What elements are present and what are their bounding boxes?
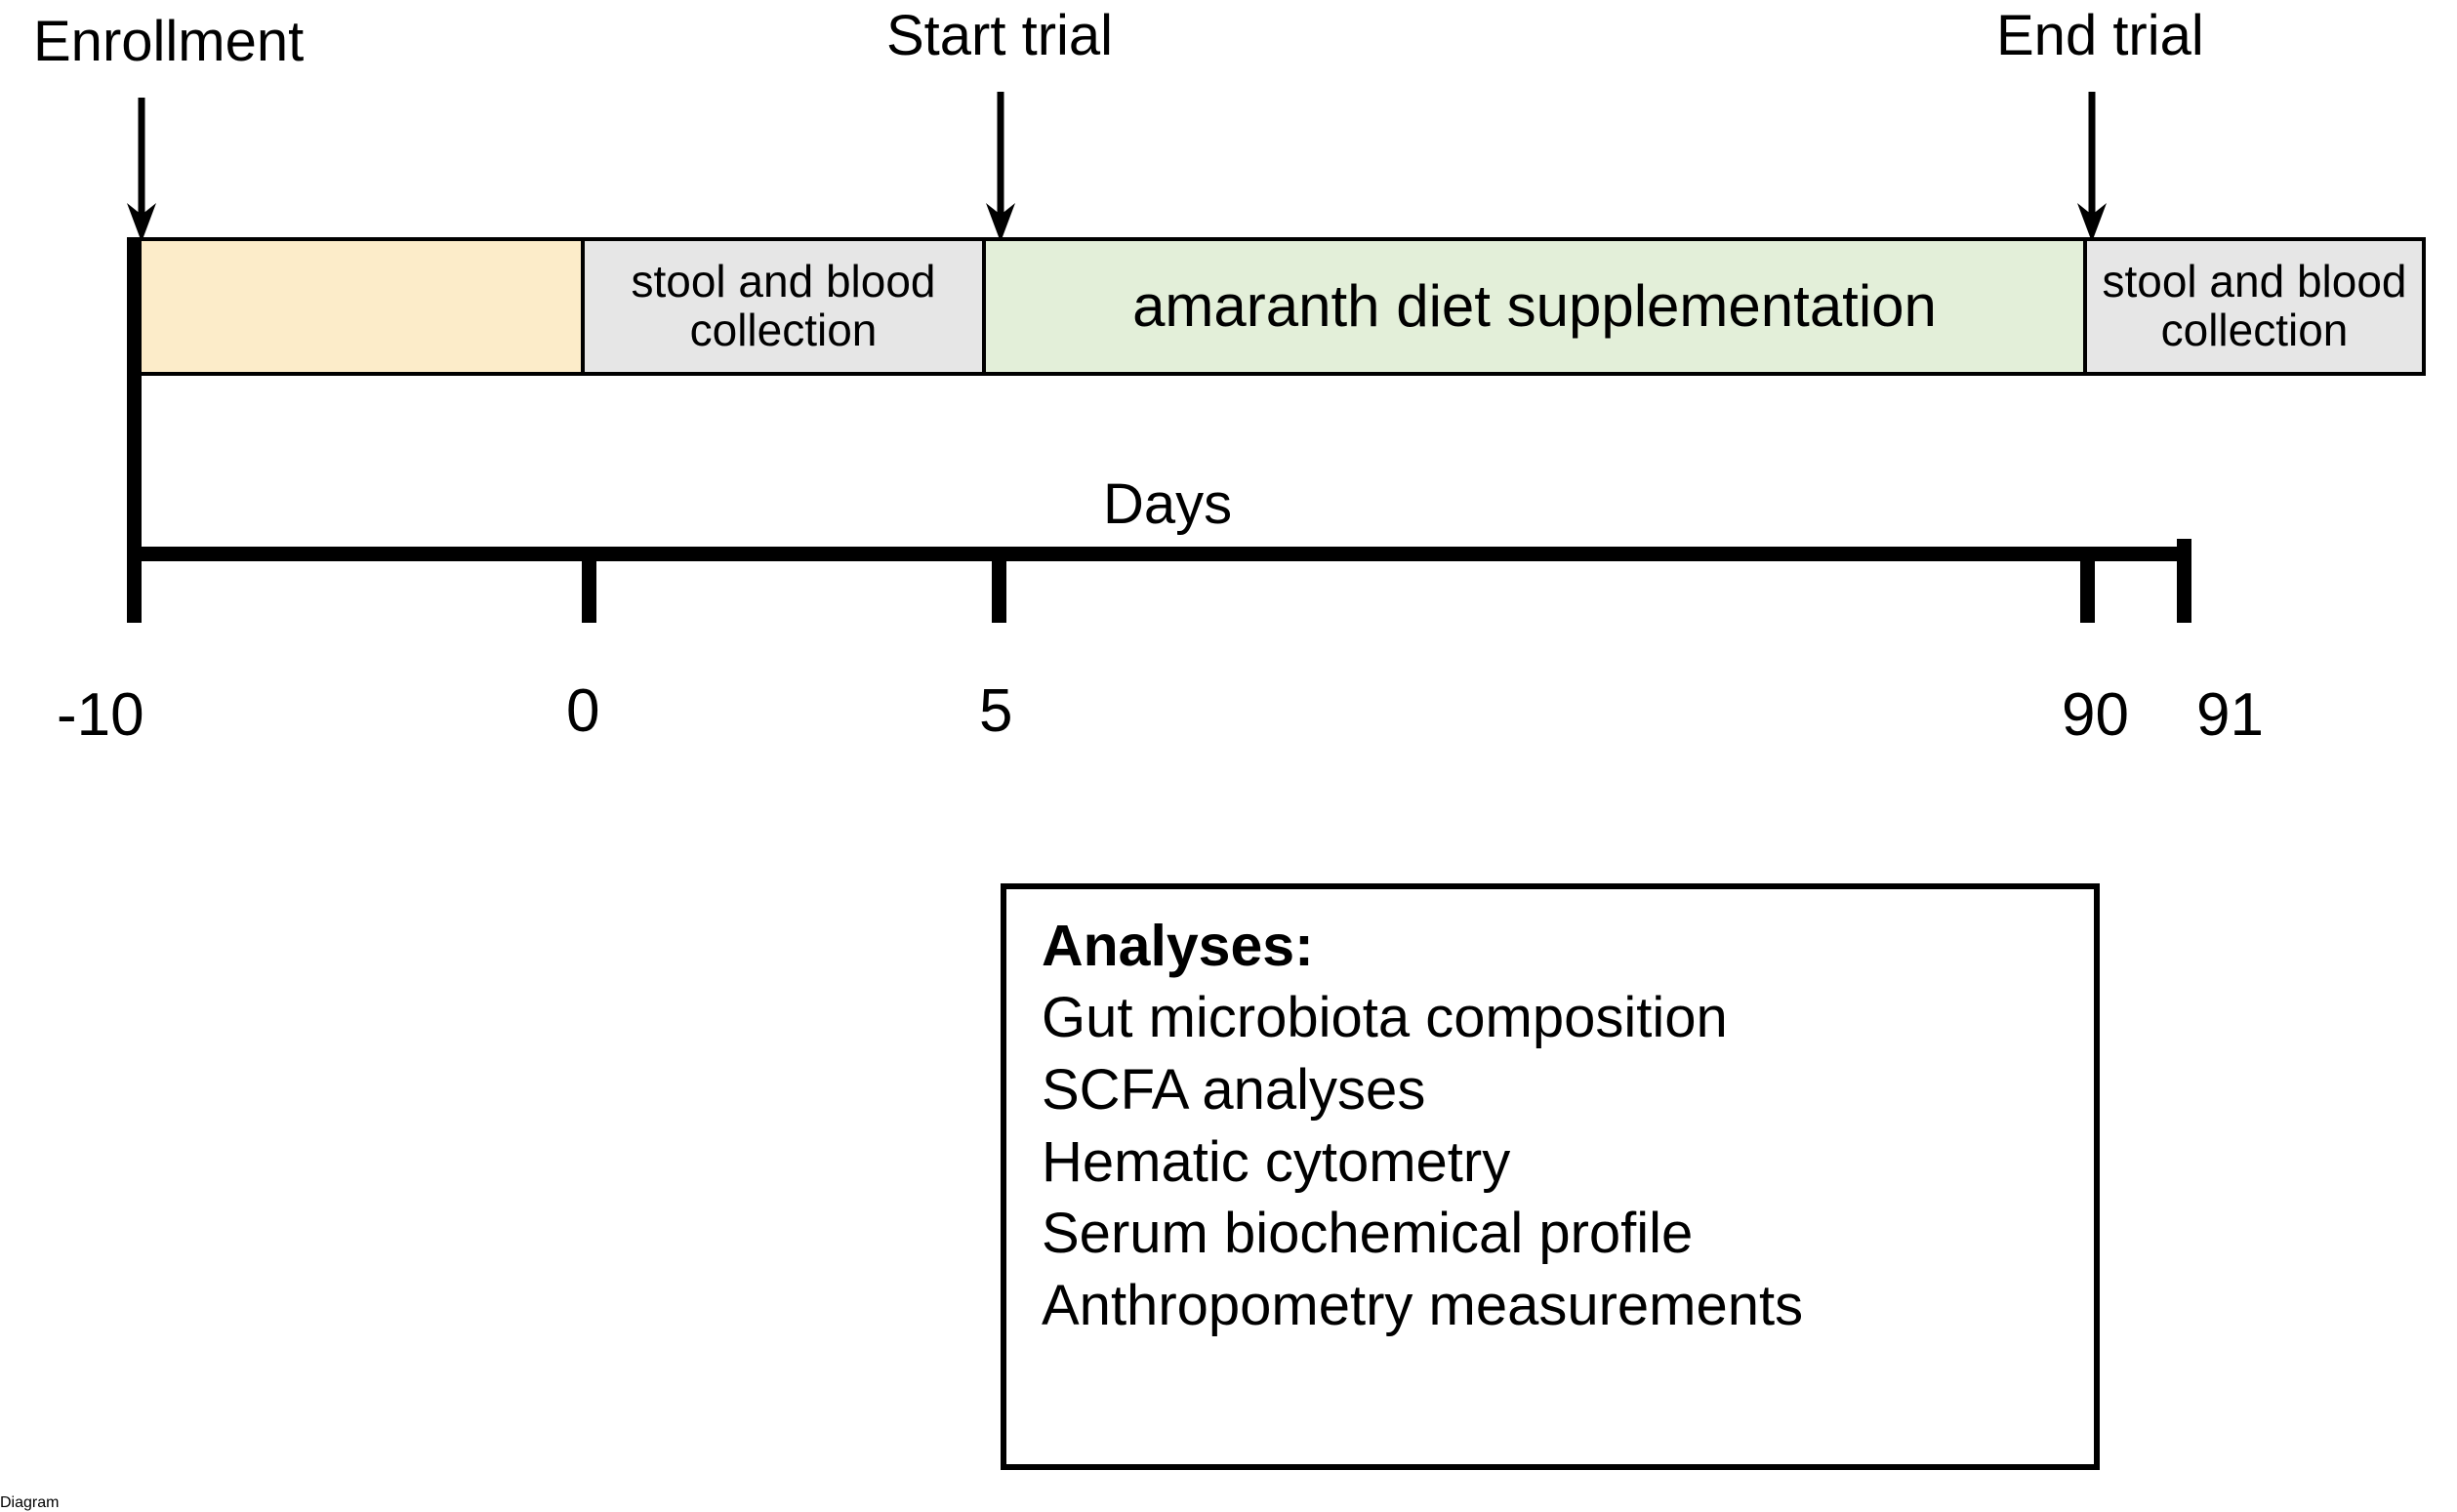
- down-arrow-icon-start-trial: [981, 92, 1020, 242]
- down-arrow-icon-end-trial: [2072, 92, 2111, 242]
- axis-title-days: Days: [1103, 472, 1233, 536]
- axis-tick-0: [582, 547, 596, 623]
- phase-segment-collection-2: stool and blood collection: [2087, 237, 2426, 376]
- analysis-item-3: Hematic cytometry: [1042, 1129, 1511, 1194]
- analyses-title: Analyses:: [1042, 914, 1314, 978]
- event-label-enrollment: Enrollment: [33, 10, 305, 73]
- analyses-box: Analyses: Gut microbiota composition SCF…: [1001, 883, 2100, 1470]
- analysis-item-1: Gut microbiota composition: [1042, 986, 1728, 1050]
- axis-line: [127, 547, 2191, 561]
- analysis-item-4: Serum biochemical profile: [1042, 1202, 1694, 1266]
- axis-tick-90: [2080, 547, 2095, 623]
- axis-tick-label--10: -10: [57, 681, 144, 749]
- analysis-item-5: Anthropometry measurements: [1042, 1274, 1804, 1338]
- axis-tick-91: [2177, 539, 2191, 623]
- phase-segment-baseline: [127, 237, 585, 376]
- axis-tick--10: [127, 237, 142, 623]
- event-label-end-trial: End trial: [1996, 4, 2204, 67]
- axis-tick-label-0: 0: [566, 677, 600, 745]
- phase-segment-collection-1: stool and blood collection: [585, 237, 986, 376]
- axis-tick-label-91: 91: [2196, 681, 2264, 749]
- analysis-item-2: SCFA analyses: [1042, 1057, 1426, 1122]
- down-arrow-icon-enrollment: [122, 98, 161, 242]
- axis-tick-5: [992, 547, 1006, 623]
- axis-tick-label-5: 5: [979, 677, 1013, 745]
- event-label-start-trial: Start trial: [886, 4, 1114, 67]
- phase-segment-supplementation: amaranth diet supplementation: [986, 237, 2087, 376]
- axis-tick-label-90: 90: [2062, 681, 2129, 749]
